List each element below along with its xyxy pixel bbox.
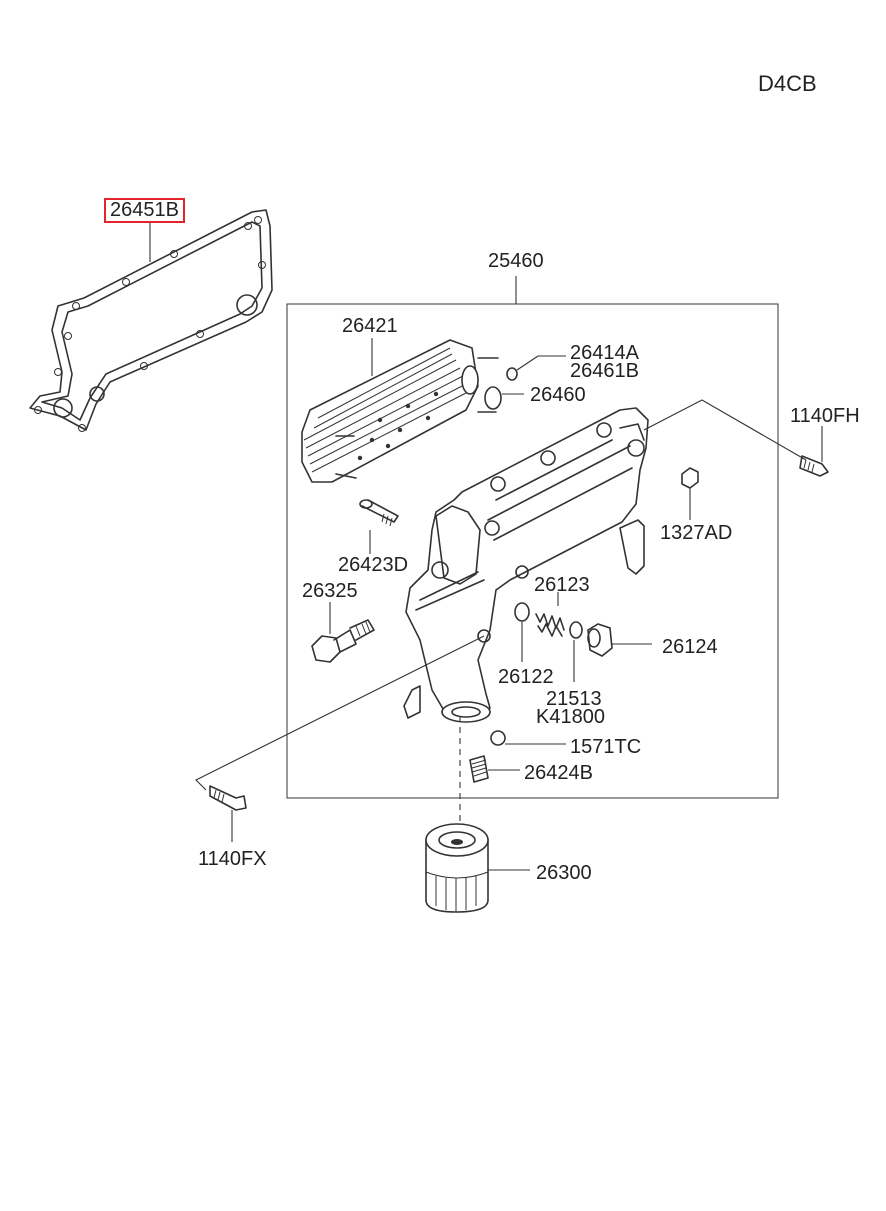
oil-filter-housing-drawing [403, 407, 649, 723]
gasket-drawing [29, 209, 273, 432]
engine-code: D4CB [758, 71, 817, 96]
part-label-bolt-left[interactable]: 1140FX [198, 848, 267, 870]
stud-drawing [359, 499, 399, 527]
part-label-cooler-assembly[interactable]: 25460 [488, 250, 544, 272]
relief-valve-drawing [514, 602, 613, 657]
nipple-drawing [469, 755, 489, 783]
part-label-oil-filter[interactable]: 26300 [536, 862, 592, 884]
part-label-plug[interactable]: 26124 [662, 636, 718, 658]
part-label-oring-c[interactable]: 26460 [530, 384, 586, 406]
part-label-spring[interactable]: 26123 [534, 574, 590, 596]
oring-a-drawing [506, 367, 518, 381]
assembly-frame [286, 303, 779, 799]
bolt-left-drawing [209, 785, 247, 811]
part-label-nut[interactable]: 1327AD [660, 522, 733, 544]
oil-filter-drawing [425, 823, 489, 913]
part-label-cooler-core[interactable]: 26421 [342, 315, 398, 337]
bolt-right-drawing [799, 455, 829, 477]
part-label-oring-d[interactable]: 1571TC [570, 736, 642, 758]
oring-c-drawing [484, 386, 502, 410]
part-label-oring-b[interactable]: 26461B [570, 360, 639, 382]
oring-d-drawing [490, 730, 506, 746]
part-label-oring-a[interactable]: 26414A [570, 342, 639, 364]
part-label-stud[interactable]: 26423D [338, 554, 409, 576]
part-label-seat[interactable]: 26122 [498, 666, 554, 688]
nut-drawing [681, 467, 699, 489]
part-label-sensor[interactable]: 26325 [302, 580, 358, 602]
oil-pressure-sensor-drawing [311, 619, 375, 663]
part-label-washer-a[interactable]: 21513 [546, 688, 602, 710]
part-label-bolt-right[interactable]: 1140FH [790, 405, 860, 427]
part-label-washer-b[interactable]: K41800 [536, 706, 605, 728]
cooler-core-drawing [301, 339, 499, 483]
part-label-gasket[interactable]: 26451B [104, 198, 185, 223]
part-label-nipple[interactable]: 26424B [524, 762, 593, 784]
